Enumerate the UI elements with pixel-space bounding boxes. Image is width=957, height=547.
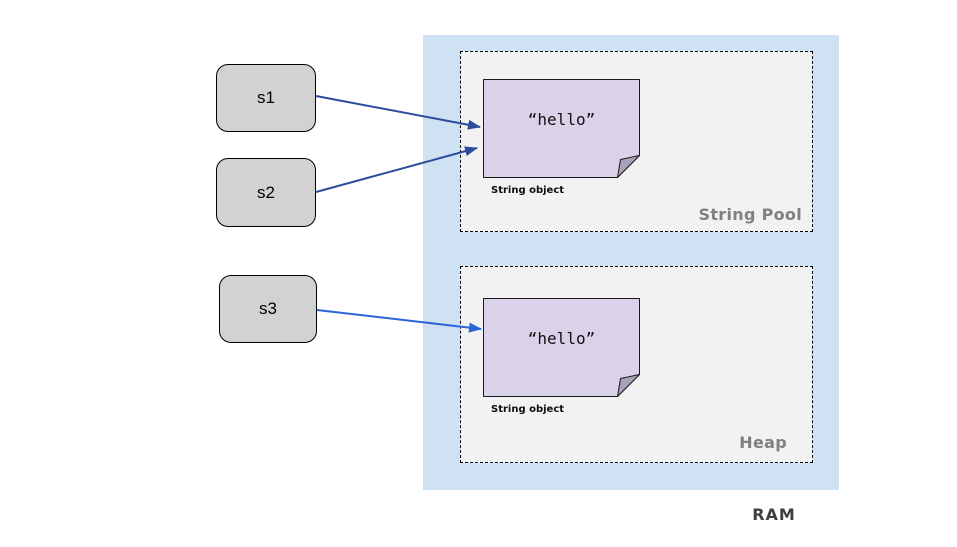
folded-corner-icon	[617, 374, 640, 397]
string-pool-label: String Pool	[698, 205, 802, 224]
variable-label-s2: s2	[257, 182, 275, 202]
variable-box-s1: s1	[216, 64, 316, 132]
string-object-note-pool	[483, 79, 640, 178]
variable-label-s3: s3	[259, 299, 277, 318]
string-object-note-heap	[483, 298, 640, 397]
folded-corner-icon	[617, 155, 640, 178]
note-shape	[483, 298, 640, 397]
heap-label: Heap	[739, 433, 787, 452]
note-shape	[483, 79, 640, 178]
string-object-caption-pool: String object	[491, 185, 565, 196]
variable-box-s2: s2	[216, 158, 316, 227]
ram-label: RAM	[752, 505, 796, 524]
string-object-caption-heap: String object	[491, 404, 565, 415]
variable-label-s1: s1	[257, 88, 275, 107]
variable-box-s3: s3	[219, 275, 317, 343]
